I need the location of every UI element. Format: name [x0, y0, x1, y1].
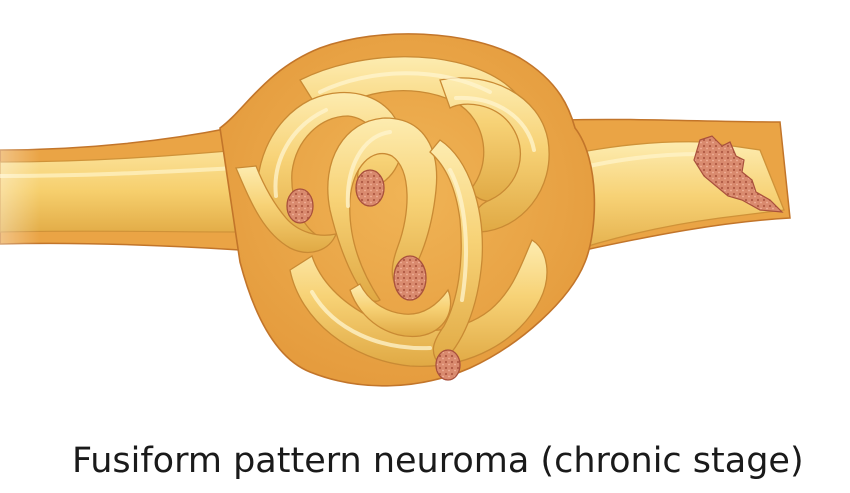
nerve-fascicle-cross-section [286, 188, 314, 224]
nerve-fascicle-cross-section [393, 255, 427, 301]
nerve-fascicle-cross-section [355, 169, 385, 207]
neuroma-illustration [0, 33, 791, 387]
coil-highlights [273, 71, 536, 351]
nerve-fascicle-cross-section [435, 349, 461, 381]
fascicle-cross-sections [286, 169, 461, 381]
diagram-caption: Fusiform pattern neuroma (chronic stage) [72, 441, 804, 481]
frayed-nerve-end [693, 135, 784, 213]
proximal-nerve-trunk [0, 127, 247, 251]
